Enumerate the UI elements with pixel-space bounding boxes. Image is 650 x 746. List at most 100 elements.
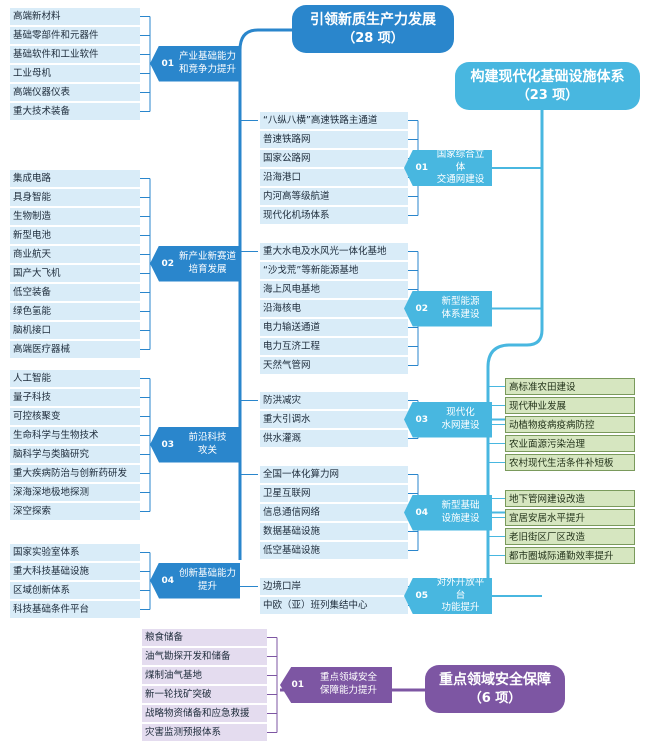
list-item: 卫星互联网: [260, 485, 408, 502]
category-number: 02: [161, 258, 174, 269]
category-number: 04: [161, 575, 174, 586]
list-item: 地下管网建设改造: [505, 490, 635, 507]
list-item: 国家公路网: [260, 150, 408, 167]
list-item: 粮食储备: [142, 629, 267, 646]
category-left-03: 03 前沿科技 攻关: [150, 426, 240, 463]
list-item: 沿海港口: [260, 169, 408, 186]
category-right-05: 05 对外开放平台 功能提升: [404, 578, 492, 614]
list-item: 国家实验室体系: [10, 544, 140, 561]
list-item: 高标准农田建设: [505, 378, 635, 395]
list-item: 海上风电基地: [260, 281, 408, 298]
category-number: 01: [161, 58, 174, 69]
list-item: 中欧（亚）班列集结中心: [260, 597, 408, 614]
bottom-title-count: （6 项）: [468, 690, 522, 706]
category-left-02: 02 新产业新赛道 培育发展: [150, 245, 240, 282]
category-number: 02: [415, 303, 428, 314]
list-item: 现代化机场体系: [260, 207, 408, 224]
category-right-02: 02 新型能源 体系建设: [404, 290, 492, 327]
list-item: 量子科技: [10, 389, 140, 406]
list-item: 高端仪器仪表: [10, 84, 140, 101]
list-item: 可控核聚变: [10, 408, 140, 425]
list-item: 重大水电及水风光一体化基地: [260, 243, 408, 260]
category-number: 03: [161, 439, 174, 450]
list-item: 边境口岸: [260, 578, 408, 595]
left-title-text: 引领新质生产力发展: [310, 11, 436, 28]
category-number: 04: [415, 507, 428, 518]
list-item: 基础软件和工业软件: [10, 46, 140, 63]
list-item: 集成电路: [10, 170, 140, 187]
category-label: 产业基础能力 和竞争力提升: [179, 50, 237, 75]
list-item: 绿色氢能: [10, 303, 140, 320]
list-item: 低空装备: [10, 284, 140, 301]
category-right-01: 01 国家综合立体 交通网建设: [404, 150, 492, 186]
list-item: 灾害监测预报体系: [142, 724, 267, 741]
list-item: 高端新材料: [10, 8, 140, 25]
list-item: 全国一体化算力网: [260, 466, 408, 483]
list-item: 油气勘探开发和储备: [142, 648, 267, 665]
list-item: 工业母机: [10, 65, 140, 82]
list-item: 深空探索: [10, 503, 140, 520]
left-title-count: （28 项）: [342, 30, 404, 46]
list-item: 数据基础设施: [260, 523, 408, 540]
list-item: “沙戈荒”等新能源基地: [260, 262, 408, 279]
category-label: 新产业新赛道 培育发展: [179, 250, 237, 275]
list-item: 高端医疗器械: [10, 341, 140, 358]
list-item: 新一轮找矿突破: [142, 686, 267, 703]
list-item: 天然气管网: [260, 357, 408, 374]
category-label: 重点领域安全 保障能力提升: [319, 672, 377, 696]
right-title-count: （23 项）: [516, 87, 579, 103]
list-item: 具身智能: [10, 189, 140, 206]
category-label: 现代化 水网建设: [441, 406, 480, 431]
category-left-04: 04 创新基础能力 提升: [150, 562, 240, 599]
list-item: 都市圈城际通勤效率提升: [505, 547, 635, 564]
category-number: 01: [291, 680, 304, 690]
list-item: 煤制油气基地: [142, 667, 267, 684]
list-item: 生命科学与生物技术: [10, 427, 140, 444]
category-label: 新型能源 体系建设: [441, 295, 480, 320]
list-item: 防洪减灾: [260, 392, 408, 409]
list-item: 信息通信网络: [260, 504, 408, 521]
list-item: 科技基础条件平台: [10, 601, 140, 618]
category-bottom-01: 01 重点领域安全 保障能力提升: [280, 667, 392, 703]
list-item: 新型电池: [10, 227, 140, 244]
category-number: 05: [415, 591, 428, 601]
list-item: 脑机接口: [10, 322, 140, 339]
list-item: “八纵八横”高速铁路主通道: [260, 112, 408, 129]
list-item: 普速铁路网: [260, 131, 408, 148]
category-label: 国家综合立体 交通网建设: [436, 148, 485, 186]
list-item: 内河高等级航道: [260, 188, 408, 205]
category-label: 创新基础能力 提升: [179, 567, 237, 592]
list-item: 宜居安居水平提升: [505, 509, 635, 526]
bottom-branch-title: 重点领域安全保障 （6 项）: [425, 665, 565, 713]
list-item: 商业航天: [10, 246, 140, 263]
list-item: 深海深地极地探测: [10, 484, 140, 501]
category-label: 前沿科技 攻关: [188, 431, 227, 456]
list-item: 电力互济工程: [260, 338, 408, 355]
list-item: 基础零部件和元器件: [10, 27, 140, 44]
left-branch-title: 引领新质生产力发展 （28 项）: [292, 5, 454, 53]
list-item: 沿海核电: [260, 300, 408, 317]
list-item: 重大科技基础设施: [10, 563, 140, 580]
list-item: 供水灌溉: [260, 430, 408, 447]
list-item: 农业面源污染治理: [505, 435, 635, 452]
list-item: 电力输送通道: [260, 319, 408, 336]
list-item: 老旧街区厂区改造: [505, 528, 635, 545]
category-number: 03: [415, 414, 428, 425]
list-item: 战略物资储备和应急救援: [142, 705, 267, 722]
right-title-text: 构建现代化基础设施体系: [470, 68, 625, 85]
list-item: 人工智能: [10, 370, 140, 387]
category-label: 对外开放平台 功能提升: [436, 576, 485, 614]
list-item: 现代种业发展: [505, 397, 635, 414]
category-left-01: 01 产业基础能力 和竞争力提升: [150, 45, 240, 82]
list-item: 动植物疫病疫病防控: [505, 416, 635, 433]
list-item: 农村现代生活条件补短板: [505, 454, 635, 471]
list-item: 低空基础设施: [260, 542, 408, 559]
category-right-03: 03 现代化 水网建设: [404, 401, 492, 438]
list-item: 国产大飞机: [10, 265, 140, 282]
list-item: 重大引调水: [260, 411, 408, 428]
list-item: 区域创新体系: [10, 582, 140, 599]
category-number: 01: [415, 163, 428, 173]
right-branch-title: 构建现代化基础设施体系 （23 项）: [455, 62, 640, 110]
